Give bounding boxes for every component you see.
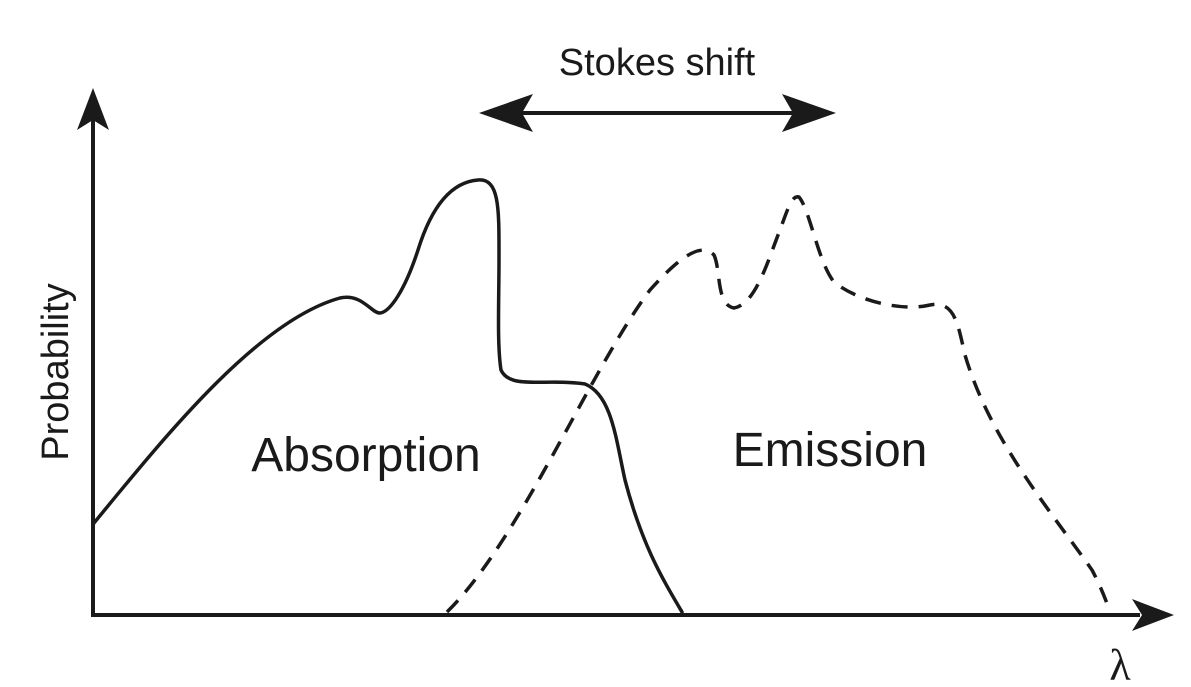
absorption-curve	[92, 178, 684, 614]
axes	[77, 88, 1174, 631]
y-axis-label: Probability	[35, 283, 77, 460]
stokes-shift-label: Stokes shift	[559, 42, 756, 84]
stokes-shift-left-arrowhead	[479, 94, 533, 132]
stokes-shift-right-arrowhead	[782, 94, 836, 132]
x-axis-arrowhead	[1132, 599, 1174, 631]
y-axis-arrowhead	[77, 88, 109, 130]
emission-curve	[445, 195, 1112, 614]
stokes-shift-arrow	[479, 94, 836, 132]
x-axis-label: λ	[1109, 641, 1131, 687]
emission-label: Emission	[733, 424, 928, 477]
absorption-label: Absorption	[251, 429, 480, 482]
